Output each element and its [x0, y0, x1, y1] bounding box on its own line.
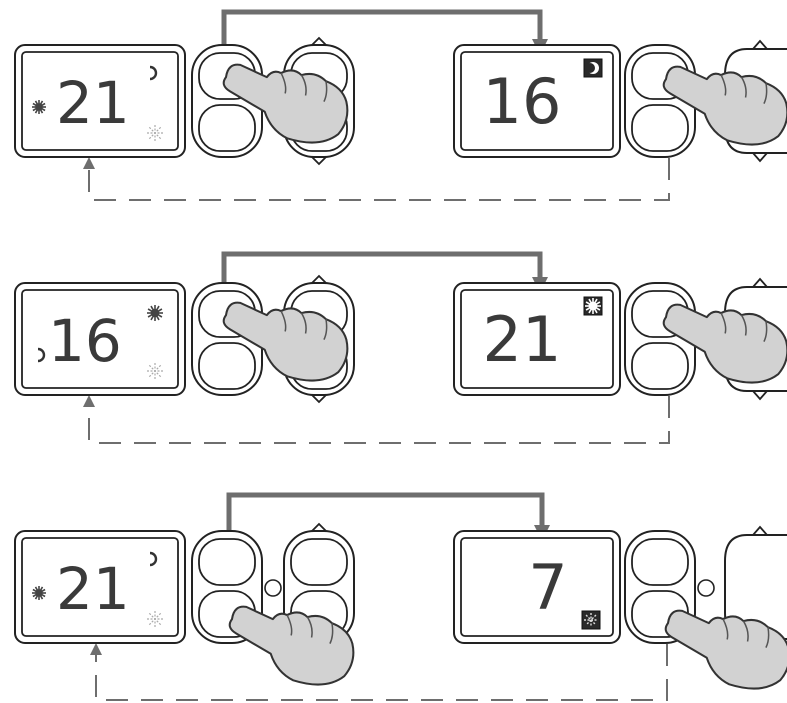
sun-core: [36, 104, 43, 111]
temperature-value: 21: [56, 69, 130, 137]
down-button[interactable]: [199, 105, 255, 151]
sun-core: [151, 309, 159, 317]
temperature-value: 16: [48, 307, 122, 375]
notch-top: [312, 276, 326, 283]
notch-top: [753, 41, 767, 49]
notch-bottom: [753, 153, 767, 161]
initial-display: 21: [15, 531, 185, 643]
temperature-value: 21: [56, 555, 130, 623]
notch-bottom: [312, 157, 326, 164]
step-row-3: 21 7: [15, 495, 787, 700]
initial-display: 16: [15, 283, 185, 395]
return-arrowhead: [83, 157, 95, 169]
result-temperature: 7: [528, 551, 567, 624]
up-button[interactable]: [632, 539, 688, 585]
result-temperature: 16: [483, 65, 562, 138]
notch-bottom: [312, 395, 326, 402]
return-arrowhead: [83, 395, 95, 407]
frost-badge-icon: [582, 611, 600, 629]
notch-top: [753, 527, 767, 535]
notch-top: [753, 279, 767, 287]
badge-moon-cut: [585, 63, 595, 73]
result-display: 21: [454, 283, 620, 395]
down-button[interactable]: [199, 343, 255, 389]
up-button[interactable]: [199, 539, 255, 585]
down-button[interactable]: [632, 343, 688, 389]
notch-top: [312, 38, 326, 45]
initial-display: 21: [15, 45, 185, 157]
center-indicator: [698, 580, 714, 596]
step-row-1: 21 16: [15, 12, 787, 200]
result-display: 16: [454, 45, 620, 157]
mode-up-button[interactable]: [291, 539, 347, 585]
center-indicator: [265, 580, 281, 596]
return-arrowhead: [90, 643, 102, 655]
sun-core: [36, 590, 43, 597]
night-badge-icon: [584, 59, 602, 77]
notch-bottom: [753, 391, 767, 399]
comfort-badge-icon: [584, 297, 602, 315]
result-display: 7: [454, 531, 620, 643]
down-button[interactable]: [632, 105, 688, 151]
sun-core: [589, 302, 597, 310]
result-temperature: 21: [483, 303, 562, 376]
notch-top: [312, 524, 326, 531]
